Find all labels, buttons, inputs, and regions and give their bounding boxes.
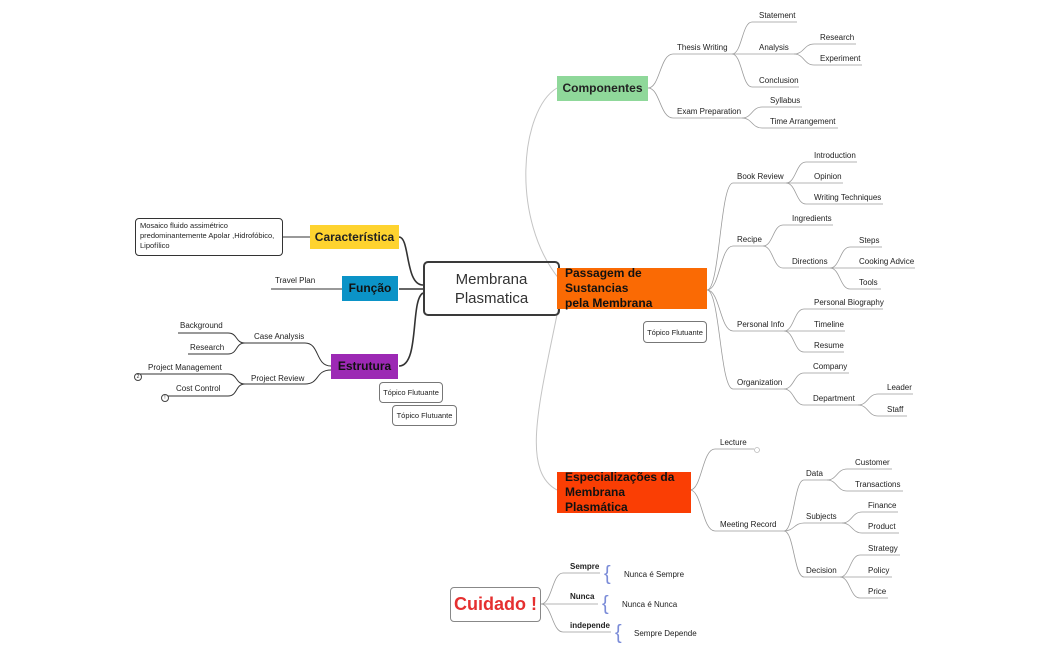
node-statement[interactable]: Statement [759, 11, 796, 20]
floating-topic-1-label: Tópico Flutuante [383, 388, 439, 397]
topic-especializacoes-line1: Especializações da [565, 470, 675, 484]
node-meeting-record[interactable]: Meeting Record [720, 520, 777, 529]
node-ingredients[interactable]: Ingredients [792, 214, 832, 223]
node-introduction[interactable]: Introduction [814, 151, 856, 160]
floating-topic-2-label: Tópico Flutuante [396, 411, 453, 420]
node-organization[interactable]: Organization [737, 378, 783, 387]
node-staff[interactable]: Staff [887, 405, 904, 414]
topic-passagem-line2: pela Membrana [565, 296, 653, 310]
node-directions[interactable]: Directions [792, 257, 828, 266]
node-personal-info[interactable]: Personal Info [737, 320, 785, 329]
topic-especializacoes[interactable]: Especializações da Membrana Plasmática [557, 470, 691, 514]
node-thesis-writing[interactable]: Thesis Writing [677, 43, 728, 52]
node-recipe[interactable]: Recipe [737, 235, 762, 244]
node-finance[interactable]: Finance [868, 501, 897, 510]
node-product[interactable]: Product [868, 522, 896, 531]
node-resume[interactable]: Resume [814, 341, 844, 350]
brace-icon: { [602, 593, 609, 615]
caution-value-1[interactable]: Nunca é Sempre [624, 570, 685, 579]
note-caracteristica[interactable]: Mosaico fluido assimétrico predominantem… [135, 218, 283, 256]
node-book-review[interactable]: Book Review [737, 172, 784, 181]
info-icon: ! [161, 394, 169, 402]
central-topic-line1: Membrana [455, 270, 528, 288]
brace-icon: { [615, 622, 622, 644]
node-experiment[interactable]: Experiment [820, 54, 861, 63]
floating-topic-1[interactable]: Tópico Flutuante [379, 382, 443, 403]
note-line2: predominantemente Apolar ,Hidrofóbico, [140, 231, 275, 240]
node-decision[interactable]: Decision [806, 566, 837, 575]
note-line3: Lipofílico [140, 241, 170, 250]
node-writing-techniques[interactable]: Writing Techniques [814, 193, 882, 202]
node-project-management[interactable]: Project Management [148, 363, 222, 372]
node-price[interactable]: Price [868, 587, 887, 596]
node-analysis[interactable]: Analysis [759, 43, 789, 52]
topic-caracteristica[interactable]: Característica [310, 225, 399, 249]
topic-passagem[interactable]: Passagem de Sustancias pela Membrana [557, 266, 707, 310]
central-topic[interactable]: Membrana Plasmatica [423, 261, 560, 316]
node-customer[interactable]: Customer [855, 458, 890, 467]
node-strategy[interactable]: Strategy [868, 544, 898, 553]
node-transactions[interactable]: Transactions [855, 480, 901, 489]
topic-estrutura[interactable]: Estrutura [331, 354, 398, 379]
node-personal-biography[interactable]: Personal Biography [814, 298, 884, 307]
node-data[interactable]: Data [806, 469, 823, 478]
node-syllabus[interactable]: Syllabus [770, 96, 801, 105]
priority-2-icon: 2 [134, 373, 142, 381]
node-company[interactable]: Company [813, 362, 848, 371]
node-conclusion[interactable]: Conclusion [759, 76, 799, 85]
topic-caracteristica-label: Característica [314, 229, 395, 244]
caution-key-nunca[interactable]: Nunca [570, 592, 595, 601]
node-department[interactable]: Department [813, 394, 855, 403]
node-exam-preparation[interactable]: Exam Preparation [677, 107, 742, 116]
node-travel-plan[interactable]: Travel Plan [275, 276, 316, 285]
node-leader[interactable]: Leader [887, 383, 912, 392]
node-research[interactable]: Research [820, 33, 855, 42]
node-timeline[interactable]: Timeline [814, 320, 844, 329]
caution-topic[interactable]: Cuidado ! [450, 587, 541, 622]
node-policy[interactable]: Policy [868, 566, 890, 575]
floating-topic-2[interactable]: Tópico Flutuante [392, 405, 457, 426]
node-case-analysis[interactable]: Case Analysis [254, 332, 305, 341]
floating-topic[interactable]: Tópico Flutuante [643, 321, 707, 343]
caution-value-2[interactable]: Nunca é Nunca [622, 600, 678, 609]
floating-topic-label: Tópico Flutuante [647, 327, 703, 337]
brace-icon: { [604, 563, 611, 585]
central-topic-line2: Plasmatica [454, 289, 529, 307]
node-time-arrangement[interactable]: Time Arrangement [770, 117, 836, 126]
topic-componentes[interactable]: Componentes [557, 76, 648, 101]
topic-funcao-label: Função [348, 281, 392, 295]
node-opinion[interactable]: Opinion [814, 172, 842, 181]
node-cooking-advice[interactable]: Cooking Advice [859, 257, 915, 266]
node-lecture[interactable]: Lecture [720, 438, 747, 447]
node-subjects[interactable]: Subjects [806, 512, 837, 521]
topic-passagem-line1: Passagem de Sustancias [565, 266, 642, 295]
node-research-left[interactable]: Research [190, 343, 225, 352]
node-project-review[interactable]: Project Review [251, 374, 305, 383]
node-background[interactable]: Background [180, 321, 223, 330]
topic-componentes-label: Componentes [562, 81, 643, 95]
topic-funcao[interactable]: Função [342, 276, 398, 301]
caution-key-sempre[interactable]: Sempre [570, 562, 600, 571]
node-tools[interactable]: Tools [859, 278, 878, 287]
node-cost-control[interactable]: Cost Control [176, 384, 221, 393]
caution-value-3[interactable]: Sempre Depende [634, 629, 697, 638]
topic-especializacoes-line2: Membrana Plasmática [565, 485, 628, 514]
caution-key-independe[interactable]: independe [570, 621, 611, 630]
note-line1: Mosaico fluido assimétrico [140, 221, 228, 230]
topic-estrutura-label: Estrutura [337, 359, 392, 373]
node-steps[interactable]: Steps [859, 236, 880, 245]
caution-title: Cuidado ! [454, 594, 537, 614]
